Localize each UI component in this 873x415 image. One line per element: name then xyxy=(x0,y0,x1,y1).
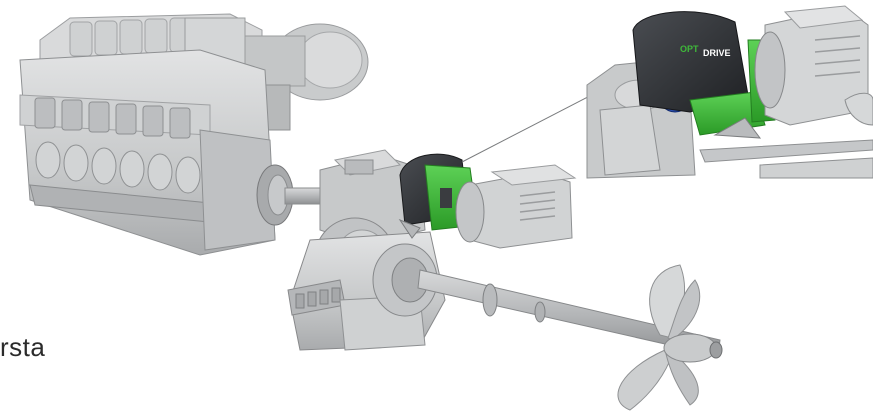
caption-fragment: rsta xyxy=(0,332,46,362)
gearbox xyxy=(287,149,446,351)
propeller xyxy=(617,264,723,411)
inset-detail: OPT DRIVE xyxy=(586,0,873,179)
generator xyxy=(455,164,577,249)
inset-brand-left: OPT xyxy=(680,44,699,54)
diesel-engine xyxy=(19,13,369,256)
inset-brand-right: DRIVE xyxy=(703,48,731,58)
